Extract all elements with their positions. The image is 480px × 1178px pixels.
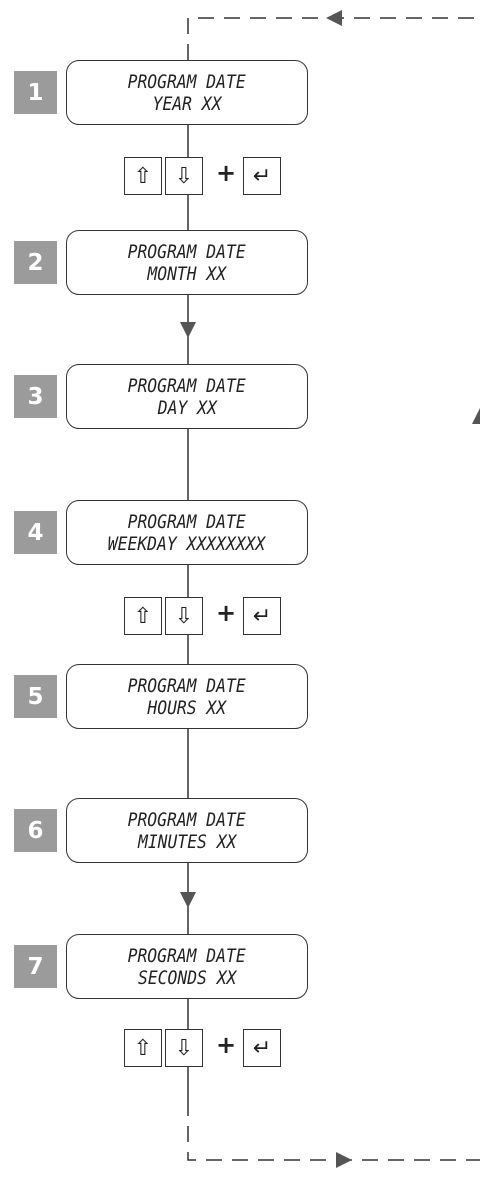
lcd-line-2: SECONDS XX [137,966,237,989]
lcd-line-1: PROGRAM DATE [127,70,247,93]
step-5: 5 PROGRAM DATE HOURS XX [0,664,320,734]
step-7: 7 PROGRAM DATE SECONDS XX [0,934,320,1004]
step-number-badge: 2 [14,241,57,284]
down-arrow-icon [180,892,196,908]
lcd-line-2: MONTH XX [147,262,227,285]
lcd-line-2: WEEKDAY XXXXXXXX [108,532,266,555]
step-2: 2 PROGRAM DATE MONTH XX [0,230,320,300]
step-number-badge: 4 [14,511,57,554]
bottom-return-arrow-icon [336,1152,352,1168]
key-combination: ⇧ ⇩ + ↵ [124,597,294,637]
step-number-badge: 6 [14,809,57,852]
down-arrow-icon [180,322,196,338]
up-arrow-key-icon: ⇧ [124,597,162,635]
step-number-badge: 1 [14,71,57,114]
enter-key-icon: ↵ [243,597,281,635]
enter-key-icon: ↵ [243,1029,281,1067]
lcd-line-1: PROGRAM DATE [127,510,247,533]
key-combination: ⇧ ⇩ + ↵ [124,1029,294,1069]
down-arrow-key-icon: ⇩ [165,157,203,195]
key-combination: ⇧ ⇩ + ↵ [124,157,294,197]
lcd-line-2: HOURS XX [147,696,227,719]
lcd-display: PROGRAM DATE SECONDS XX [66,934,308,999]
plus-sign: + [216,159,237,187]
top-return-arrow-icon [326,10,342,26]
lcd-display: PROGRAM DATE HOURS XX [66,664,308,729]
lcd-display: PROGRAM DATE DAY XX [66,364,308,429]
lcd-display: PROGRAM DATE YEAR XX [66,60,308,125]
lcd-display: PROGRAM DATE MINUTES XX [66,798,308,863]
up-arrow-key-icon: ⇧ [124,1029,162,1067]
lcd-line-1: PROGRAM DATE [127,374,247,397]
step-number-badge: 3 [14,375,57,418]
lcd-line-2: MINUTES XX [137,830,237,853]
step-number-badge: 7 [14,945,57,988]
lcd-line-1: PROGRAM DATE [127,944,247,967]
side-up-arrow-icon [472,408,480,424]
up-arrow-key-icon: ⇧ [124,157,162,195]
down-arrow-key-icon: ⇩ [165,1029,203,1067]
lcd-line-2: YEAR XX [152,92,222,115]
down-arrow-key-icon: ⇩ [165,597,203,635]
bottom-return-dashed-line [187,1100,480,1161]
step-number-badge: 5 [14,675,57,718]
plus-sign: + [216,599,237,627]
lcd-line-1: PROGRAM DATE [127,674,247,697]
plus-sign: + [216,1031,237,1059]
step-6: 6 PROGRAM DATE MINUTES XX [0,798,320,868]
lcd-display: PROGRAM DATE MONTH XX [66,230,308,295]
step-4: 4 PROGRAM DATE WEEKDAY XXXXXXXX [0,500,320,570]
step-3: 3 PROGRAM DATE DAY XX [0,364,320,434]
lcd-line-1: PROGRAM DATE [127,808,247,831]
enter-key-icon: ↵ [243,157,281,195]
top-return-dashed-line [187,17,480,60]
step-1: 1 PROGRAM DATE YEAR XX [0,60,320,130]
lcd-line-1: PROGRAM DATE [127,240,247,263]
lcd-line-2: DAY XX [157,396,217,419]
lcd-display: PROGRAM DATE WEEKDAY XXXXXXXX [66,500,308,565]
